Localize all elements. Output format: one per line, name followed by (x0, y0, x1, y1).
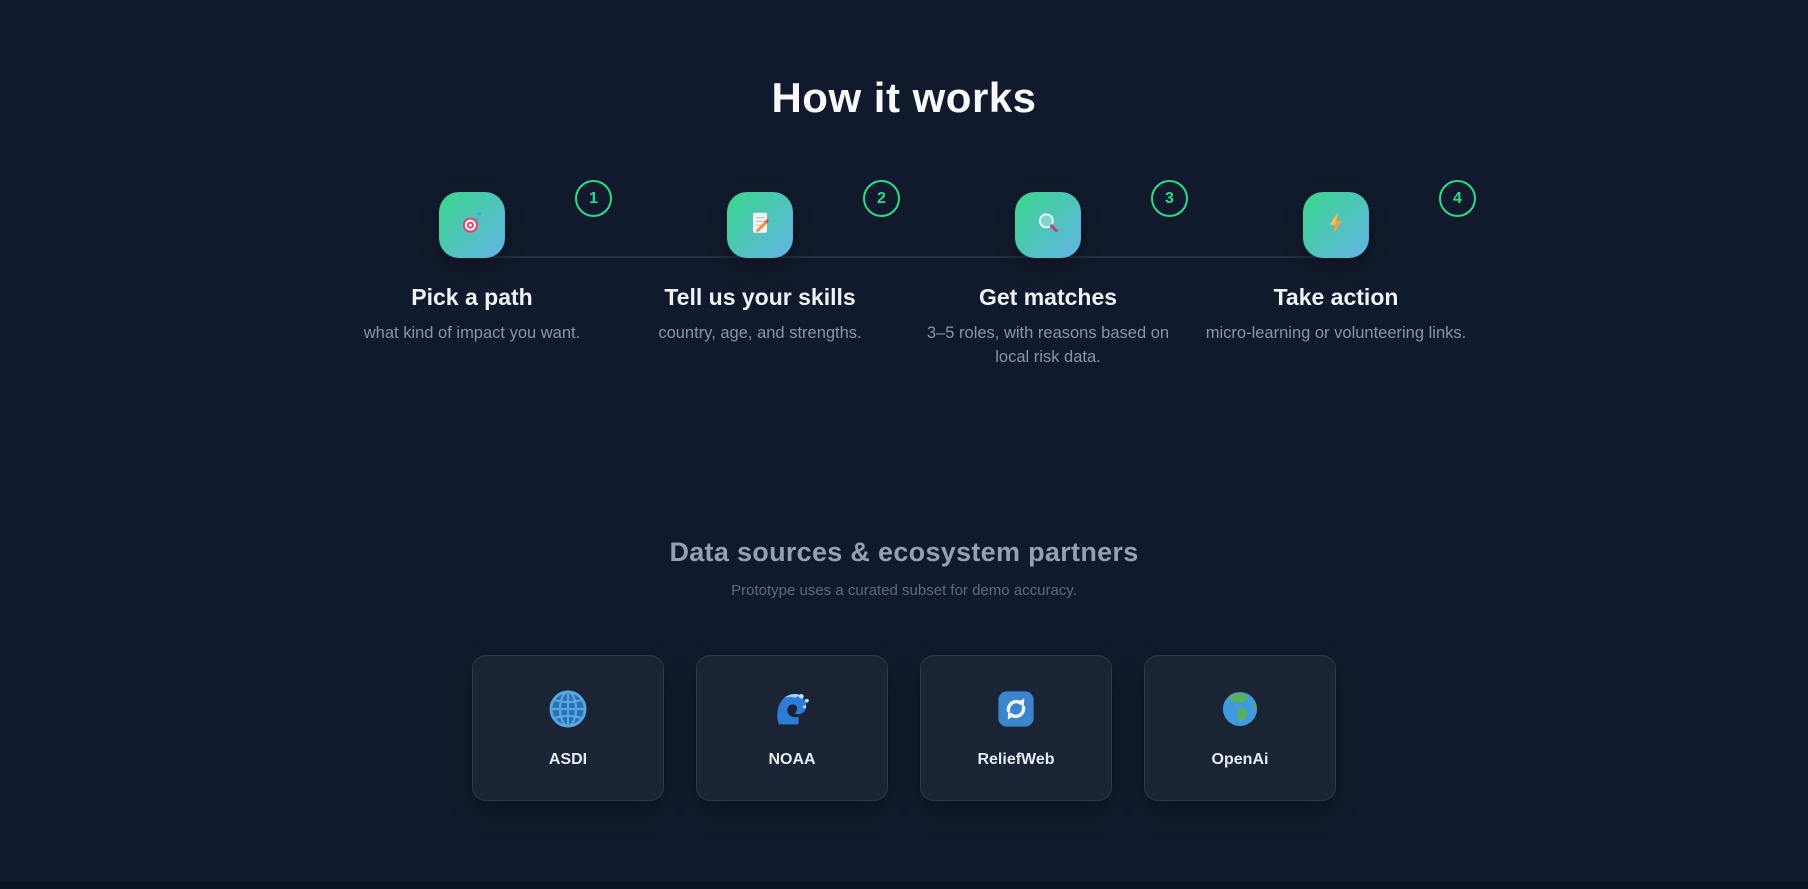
partner-card-noaa[interactable]: NOAA (696, 655, 888, 801)
partners-title: Data sources & ecosystem partners (669, 537, 1139, 567)
step-tile (1303, 192, 1369, 258)
partner-card-reliefweb[interactable]: ReliefWeb (920, 655, 1112, 801)
partner-card-openai[interactable]: OpenAi (1144, 655, 1336, 801)
sync-arrows-icon (994, 687, 1038, 736)
step-number-badge: 1 (575, 180, 612, 217)
target-icon (458, 209, 486, 242)
globe-meridians-icon (546, 687, 590, 736)
step-description: country, age, and strengths. (658, 324, 862, 342)
memo-icon (746, 209, 774, 242)
lightning-icon (1322, 209, 1350, 242)
step-title: Take action (1273, 284, 1399, 310)
bottom-divider (0, 882, 1808, 889)
step-title: Tell us your skills (664, 284, 856, 310)
search-icon (1034, 209, 1062, 242)
wave-icon (770, 687, 814, 736)
step-get-matches: 3 Get matches 3–5 roles, with reasons ba… (904, 180, 1192, 369)
step-title: Get matches (978, 284, 1118, 310)
partner-name: NOAA (768, 751, 816, 768)
partner-cards-row: ASDI NOAA (0, 655, 1808, 801)
section-title: How it works (771, 74, 1037, 121)
step-title: Pick a path (411, 284, 533, 310)
step-pick-a-path: 1 Pick a path what kind of impact you wa… (328, 180, 616, 369)
partners-section: Data sources & ecosystem partners Protot… (0, 537, 1808, 801)
step-number-badge: 3 (1151, 180, 1188, 217)
step-take-action: 4 Take action micro-learning or voluntee… (1192, 180, 1480, 369)
step-tile (439, 192, 505, 258)
step-number-badge: 4 (1439, 180, 1476, 217)
partner-card-asdi[interactable]: ASDI (472, 655, 664, 801)
steps-connector-line (472, 256, 1336, 258)
step-description: micro-learning or volunteering links. (1205, 324, 1467, 342)
step-tile (1015, 192, 1081, 258)
step-number-badge: 2 (863, 180, 900, 217)
partners-subtitle: Prototype uses a curated subset for demo… (731, 582, 1077, 599)
step-tile (727, 192, 793, 258)
steps-row: 1 Pick a path what kind of impact you wa… (328, 180, 1480, 369)
partner-name: ASDI (548, 751, 588, 768)
step-description: what kind of impact you want. (363, 324, 581, 342)
partner-name: ReliefWeb (977, 751, 1055, 768)
partner-name: OpenAi (1211, 751, 1269, 768)
earth-globe-icon (1218, 687, 1262, 736)
how-it-works-section: How it works 1 Pick a path wha (0, 0, 1808, 369)
step-description: 3–5 roles, with reasons based on local r… (926, 324, 1170, 366)
step-tell-us-your-skills: 2 Tell us your skills country, age, and … (616, 180, 904, 369)
